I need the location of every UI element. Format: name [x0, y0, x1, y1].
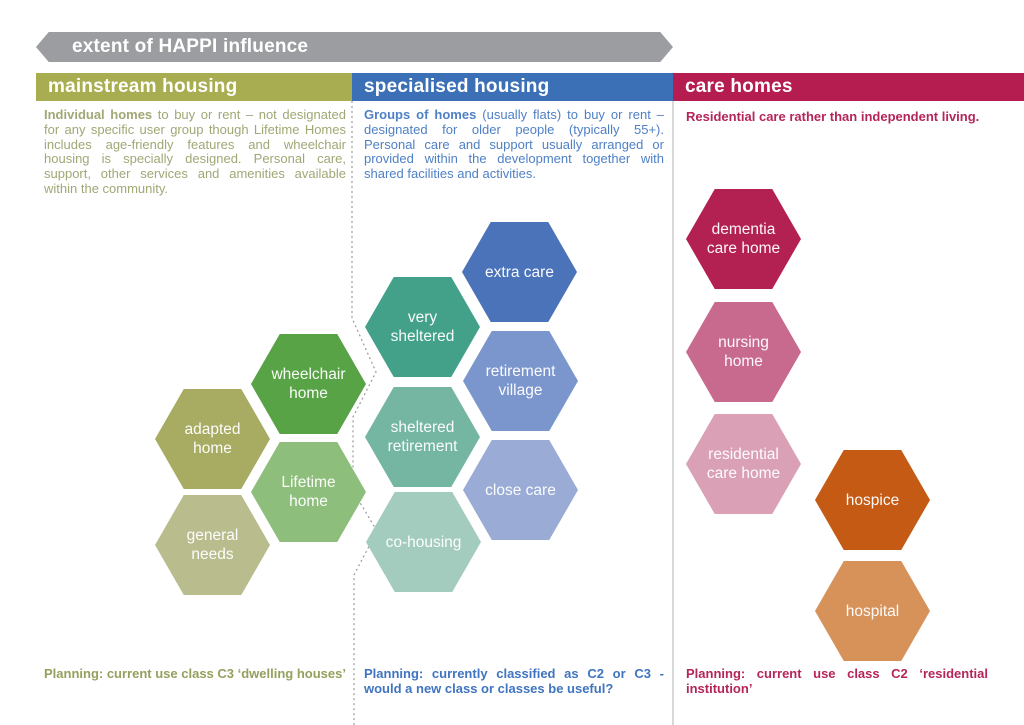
hexagon-dementia-care-home: dementia care home	[686, 189, 801, 289]
hexagon-nursing-home: nursing home	[686, 302, 801, 402]
intro-specialised-body: (usually flats) to buy or rent – designa…	[364, 107, 664, 182]
hexagon-label: extra care	[485, 263, 554, 281]
hexagon-label: close care	[485, 481, 556, 499]
intro-mainstream: Individual homes to buy or rent – not de…	[44, 107, 346, 197]
hexagon-label: residential care home	[706, 446, 781, 482]
intro-care-homes-lead: Residential care rather than independent…	[686, 109, 980, 124]
intro-care-homes: Residential care rather than independent…	[686, 109, 986, 125]
header-specialised-housing: specialised housing	[352, 73, 673, 101]
hexagon-label: nursing home	[718, 334, 769, 370]
hexagon-label: sheltered retirement	[387, 419, 458, 455]
hexagon-hospital: hospital	[815, 561, 930, 661]
hexagon-label: Lifetime home	[281, 474, 336, 510]
hexagon-wheelchair-home: wheelchair home	[251, 334, 366, 434]
hexagon-label: general needs	[186, 527, 239, 563]
intro-mainstream-body: to buy or rent – not designated for any …	[44, 107, 346, 196]
planning-specialised: Planning: currently classified as C2 or …	[364, 666, 664, 696]
intro-specialised-lead: Groups of homes	[364, 107, 477, 122]
hexagon-close-care: close care	[463, 440, 578, 540]
planning-mainstream: Planning: current use class C3 ‘dwelling…	[44, 666, 346, 681]
ribbon-title: extent of HAPPI influence	[72, 36, 309, 57]
hexagon-label: hospice	[845, 491, 900, 509]
hexagon-general-needs: general needs	[155, 495, 270, 595]
hexagon-hospice: hospice	[815, 450, 930, 550]
happi-influence-ribbon: extent of HAPPI influence	[36, 32, 673, 62]
header-care-homes: care homes	[673, 73, 1024, 101]
hexagon-label: wheelchair home	[271, 366, 346, 402]
hexagon-extra-care: extra care	[462, 222, 577, 322]
intro-specialised: Groups of homes (usually flats) to buy o…	[364, 107, 664, 182]
hexagon-very-sheltered: very sheltered	[365, 277, 480, 377]
hexagon-label: retirement village	[485, 363, 556, 399]
planning-care-homes: Planning: current use class C2 ‘resident…	[686, 666, 988, 696]
hexagon-retirement-village: retirement village	[463, 331, 578, 431]
hexagon-lifetime-home: Lifetime home	[251, 442, 366, 542]
header-mainstream-housing: mainstream housing	[36, 73, 352, 101]
hexagon-label: co-housing	[385, 533, 462, 551]
hexagon-label: adapted home	[184, 421, 241, 457]
hexagon-label: hospital	[845, 602, 900, 620]
intro-mainstream-lead: Individual homes	[44, 107, 153, 122]
hexagon-label: dementia care home	[706, 221, 781, 257]
column-divider-dotted	[351, 101, 378, 725]
hexagon-residential-care-home: residential care home	[686, 414, 801, 514]
hexagon-sheltered-retirement: sheltered retirement	[365, 387, 480, 487]
hexagon-co-housing: co-housing	[366, 492, 481, 592]
hexagon-label: very sheltered	[390, 309, 455, 345]
hexagon-adapted-home: adapted home	[155, 389, 270, 489]
